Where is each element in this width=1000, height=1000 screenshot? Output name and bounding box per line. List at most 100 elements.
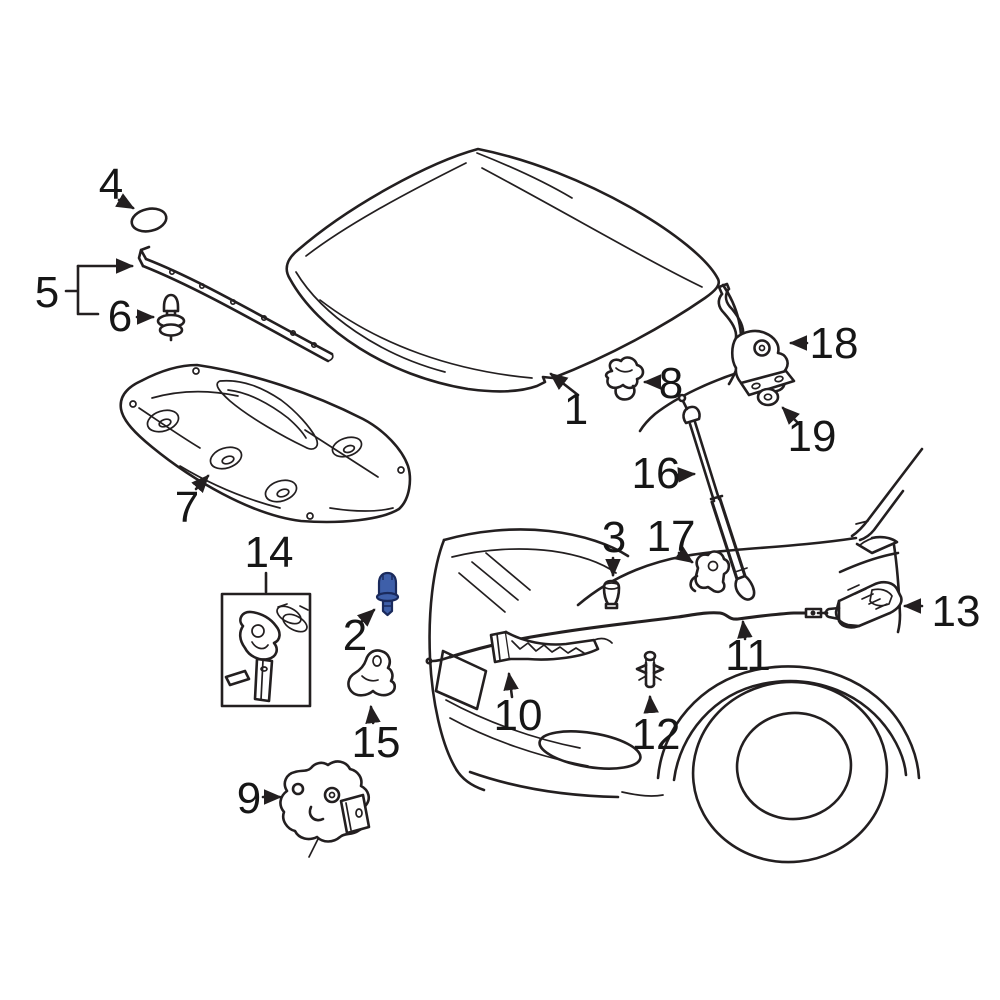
part-9-hood-lock[interactable]: 9 bbox=[237, 760, 371, 858]
part-12-cable-clip[interactable]: 12 bbox=[632, 650, 681, 759]
part-10-label[interactable]: 10 bbox=[494, 691, 543, 740]
handle-inner-panel bbox=[869, 588, 893, 607]
bracket-outline bbox=[347, 649, 397, 697]
strip-end-tab bbox=[137, 245, 151, 268]
wheel-rim bbox=[735, 711, 853, 821]
clip-cap[interactable] bbox=[377, 571, 398, 597]
upper-grille-slot bbox=[434, 649, 488, 711]
part-3-bumper[interactable]: 3 bbox=[602, 513, 626, 610]
cable-left-end bbox=[431, 655, 452, 663]
grille-bar-3 bbox=[485, 552, 531, 591]
pad-grommet bbox=[146, 409, 180, 433]
part-13-release-handle[interactable]: 13 bbox=[810, 580, 981, 636]
pad-grommet-hole bbox=[276, 488, 290, 498]
lock-spring-coil bbox=[282, 613, 308, 633]
lock-side-hole bbox=[355, 808, 363, 818]
part-5-seal-strip[interactable]: 5 bbox=[35, 245, 334, 363]
clip-flange[interactable] bbox=[375, 591, 400, 603]
lock-spring-end bbox=[277, 603, 309, 611]
strut-collar bbox=[709, 494, 724, 501]
part-17-label[interactable]: 17 bbox=[647, 512, 696, 561]
bracket-body bbox=[504, 630, 600, 661]
part-14-lock-assembly[interactable]: 14 bbox=[220, 528, 312, 708]
part-15-bracket[interactable]: 15 bbox=[347, 649, 401, 767]
part-7-label[interactable]: 7 bbox=[175, 483, 199, 532]
bumper-corner-step bbox=[455, 769, 475, 787]
wheel-arch-inner bbox=[672, 679, 908, 782]
pad-crease bbox=[151, 390, 239, 399]
pad-grommet-hole bbox=[221, 455, 235, 465]
part-12-label[interactable]: 12 bbox=[632, 710, 681, 759]
handle-cable-dot bbox=[810, 610, 816, 616]
part-18-hinge[interactable]: 18 bbox=[717, 282, 859, 397]
pad-grommet bbox=[264, 479, 298, 503]
part-13-label[interactable]: 13 bbox=[932, 587, 981, 636]
hood-crease-apex bbox=[476, 152, 573, 199]
part-12-arrow bbox=[643, 694, 659, 714]
bumper-top-edge bbox=[442, 528, 630, 558]
part-14-label[interactable]: 14 bbox=[245, 528, 294, 577]
pad-channel-inner bbox=[227, 389, 307, 439]
bumper-body bbox=[602, 579, 621, 606]
part-1-label[interactable]: 1 bbox=[564, 385, 588, 434]
bracket-teeth bbox=[511, 640, 585, 654]
grommet-hole bbox=[763, 393, 773, 401]
part-16-label[interactable]: 16 bbox=[632, 449, 681, 498]
clip-wings-upper bbox=[635, 663, 665, 675]
hood-outline[interactable] bbox=[285, 147, 721, 393]
strip-hole bbox=[260, 314, 268, 322]
hinge-pivot-hole bbox=[753, 339, 771, 357]
clip-stem[interactable] bbox=[381, 599, 394, 617]
part-2-label[interactable]: 2 bbox=[343, 611, 367, 660]
strip-bottom-line bbox=[141, 264, 330, 363]
handle-grip-ridges bbox=[847, 584, 888, 610]
part-14-box bbox=[220, 592, 312, 708]
pad-outline[interactable] bbox=[119, 363, 412, 524]
pad-corner-hole bbox=[192, 367, 200, 375]
hood-crease-left bbox=[305, 162, 467, 257]
fog-lamp-opening bbox=[538, 730, 642, 770]
hood-crease-right bbox=[481, 167, 703, 288]
part-8-clip[interactable]: 8 bbox=[604, 356, 683, 408]
part-3-label[interactable]: 3 bbox=[602, 513, 626, 562]
part-1-hood[interactable]: 1 bbox=[285, 147, 721, 434]
pad-grommet-hole bbox=[342, 444, 356, 454]
clamp-hook bbox=[689, 574, 699, 593]
part-4-label[interactable]: 4 bbox=[99, 160, 123, 209]
part-2-clip-selected[interactable]: 2 bbox=[343, 571, 400, 660]
part-18-label[interactable]: 18 bbox=[810, 319, 859, 368]
part-5-bracket-line bbox=[64, 264, 100, 316]
part-15-label[interactable]: 15 bbox=[352, 718, 401, 767]
part-9-label[interactable]: 9 bbox=[237, 774, 261, 823]
pad-crease bbox=[304, 429, 379, 478]
lock-hook bbox=[251, 641, 269, 650]
part-19-grommet[interactable]: 19 bbox=[756, 387, 837, 461]
part-6-label[interactable]: 6 bbox=[108, 292, 132, 341]
bracket-end-inner bbox=[496, 633, 501, 661]
part-7-insulator-pad[interactable]: 7 bbox=[119, 363, 412, 532]
cable-line[interactable] bbox=[448, 611, 808, 659]
part-11-release-cable[interactable]: 11 bbox=[425, 607, 829, 680]
part-6-clip[interactable]: 6 bbox=[108, 292, 186, 342]
part-10-arrow bbox=[503, 671, 519, 699]
part-5-label[interactable]: 5 bbox=[35, 268, 59, 317]
tire bbox=[691, 680, 889, 864]
grille-bar-1 bbox=[458, 572, 506, 613]
part-19-arrow bbox=[781, 406, 801, 426]
pad-corner-hole bbox=[129, 400, 137, 408]
car-body-illustration bbox=[428, 283, 924, 864]
part-11-label[interactable]: 11 bbox=[725, 631, 771, 680]
pad-crease bbox=[179, 465, 281, 509]
part-17-clamp[interactable]: 17 bbox=[647, 512, 731, 594]
part-4-seal[interactable]: 4 bbox=[99, 160, 169, 234]
handle-front bbox=[834, 599, 861, 628]
wheel-arch-outer bbox=[656, 665, 921, 780]
part-16-support-strut[interactable]: 16 bbox=[632, 393, 756, 601]
strut-bottom-cap bbox=[734, 574, 756, 601]
a-pillar-line bbox=[850, 447, 924, 538]
part-11-arrow bbox=[737, 619, 753, 641]
clip-body bbox=[644, 661, 656, 686]
pad-grommet bbox=[209, 446, 243, 470]
part-19-label[interactable]: 19 bbox=[788, 412, 837, 461]
part-10-support-bracket[interactable]: 10 bbox=[489, 630, 613, 740]
